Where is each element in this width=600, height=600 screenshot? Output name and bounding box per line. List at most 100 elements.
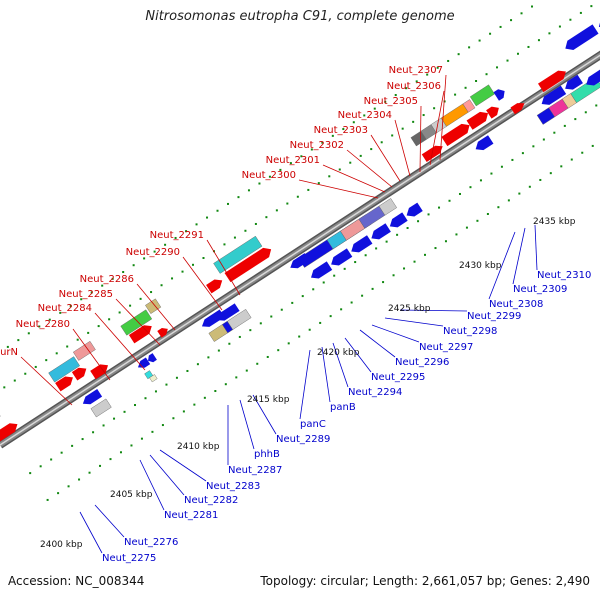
guide-dot [270,315,273,318]
guide-dot [266,355,269,358]
guide-dot [354,261,357,264]
guide-dot [161,424,164,427]
guide-dot [57,492,60,495]
guide-dot [69,305,72,308]
guide-dot [66,345,69,348]
leader-line-bottom [399,309,468,312]
kbp-tick-label: 2410 kbp [177,442,220,452]
guide-dot [164,243,167,246]
guide-dot [13,379,16,382]
gene-arrow [90,364,109,380]
guide-dot [268,175,271,178]
guide-dot [59,311,62,314]
guide-dot [496,66,499,69]
gene-arrow [206,279,223,294]
leader-line-bottom [512,227,526,285]
guide-dot [275,209,278,212]
leader-line-bottom [139,459,165,511]
guide-dot [581,151,584,154]
guide-dot [424,253,427,256]
guide-dot [223,243,226,246]
leader-line-top [136,283,176,331]
guide-dot [308,328,311,331]
guide-dot [375,247,378,250]
guide-dot [518,192,521,195]
guide-dot [207,356,210,359]
gene-label-top: Neut_2285 [59,289,113,300]
leader-line-top [206,239,241,296]
guide-dot [380,141,383,144]
gene-label-bottom: Neut_2309 [513,284,567,295]
guide-dot [333,274,336,277]
gene-label-top: purN [0,347,18,358]
gene-label-bottom: phhB [254,449,280,460]
gene-label-top: Neut_2304 [338,110,392,121]
leader-line-bottom [79,511,103,554]
leader-line-bottom [332,342,349,388]
guide-dot [118,311,121,314]
gene-label-bottom: Neut_2289 [276,434,330,445]
leader-line-bottom [94,504,125,538]
gene-arrow [486,106,499,119]
guide-dot [226,202,229,205]
guide-dot [122,271,125,274]
guide-dot [153,250,156,253]
guide-dot [469,186,472,189]
gene-label-bottom: Neut_2297 [419,342,473,353]
guide-dot [468,46,471,49]
guide-dot [434,247,437,250]
guide-dot [342,128,345,131]
guide-dot [55,352,58,355]
guide-dot [385,240,388,243]
guide-dot [202,257,205,260]
leader-line-top [115,298,161,346]
gene-box [462,99,476,113]
gene-arrow [224,247,272,283]
gene-arrow [82,389,103,405]
guide-dot [476,219,479,222]
guide-dot [443,100,446,103]
guide-dot [78,478,81,481]
guide-dot [6,345,9,348]
gene-label-bottom: Neut_2276 [124,537,178,548]
guide-dot [181,270,184,273]
guide-dot [549,172,552,175]
guide-dot [312,288,315,291]
guide-dot [301,295,304,298]
gene-label-top: Neut_2307 [389,65,443,76]
guide-dot [206,216,209,219]
gene-arrow [493,89,505,101]
guide-dot [528,185,531,188]
guide-dot [497,206,500,209]
leader-line-top [298,179,379,199]
guide-dot [415,80,418,83]
guide-dot [558,25,561,28]
guide-dot [39,465,42,468]
gene-label-top: Neut_2291 [150,230,204,241]
guide-dot [511,158,514,161]
gene-arrow [598,11,600,29]
guide-dot [307,188,310,191]
gene-box [149,374,158,383]
gene-box [469,84,495,107]
gene-arrow [510,103,525,115]
gene-box [440,103,469,127]
guide-dot [363,114,366,117]
gene-label-top: Neut_2306 [387,81,441,92]
guide-dot [228,342,231,345]
leader-line-top [419,105,422,173]
gene-arrow [441,123,470,147]
topology-text: Topology: circular; Length: 2,661,057 bp… [260,574,590,588]
guide-dot [27,332,30,335]
gene-arrow [128,325,152,344]
guide-dot [405,87,408,90]
gene-arrow [406,202,423,217]
guide-dot [500,165,503,168]
gene-label-bottom: Neut_2298 [443,326,497,337]
gene-label-bottom: Neut_2282 [184,495,238,506]
guide-dot [448,199,451,202]
guide-dot [574,118,577,121]
gene-arrow [565,74,583,90]
guide-dot [426,73,429,76]
